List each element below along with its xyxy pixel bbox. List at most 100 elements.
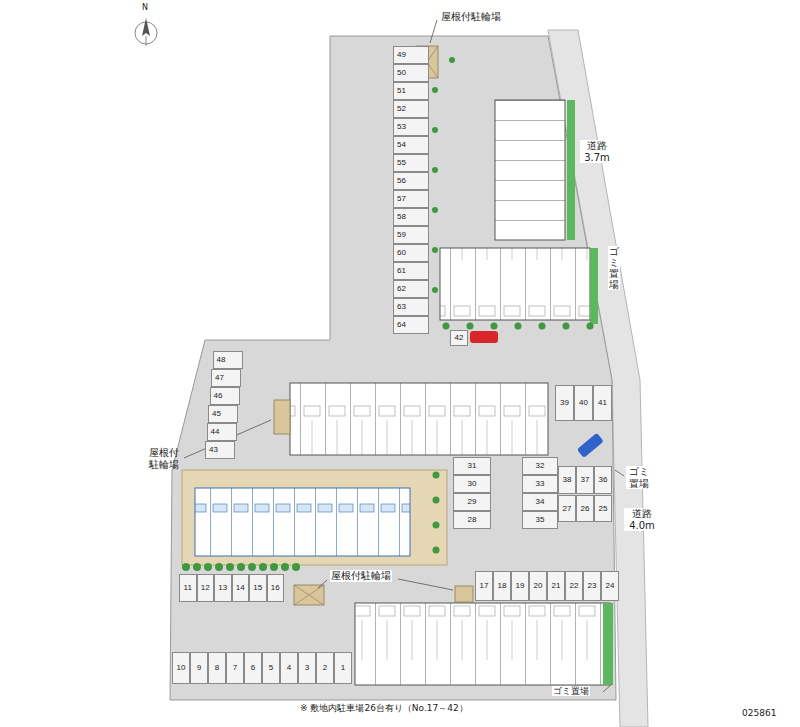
parking-space: 42 [450,330,468,346]
leader-line [318,580,327,588]
parking-space: 20 [529,571,547,601]
building [495,100,565,240]
road-width-label: 道路 4.0m [624,508,660,531]
parking-space: 16 [267,574,285,602]
tree [449,57,455,63]
space-number: 22 [570,582,579,590]
parking-space: 22 [565,571,583,601]
parking-space: 2 [316,652,334,684]
parking-space: 35 [522,511,558,529]
space-number: 36 [599,476,608,484]
tree [587,323,594,330]
building [290,383,548,455]
parking-space: 10 [172,652,190,684]
bicycle-shed [455,586,473,602]
space-number: 10 [177,664,186,672]
footnote: ※ 敷地内駐車場26台有り（No.17～42） [300,703,468,713]
bicycle-shed [274,46,473,605]
space-number: 8 [215,664,219,672]
parking-space: 12 [197,574,215,602]
building [355,603,610,685]
parking-space: 19 [511,571,529,601]
tree [204,563,212,571]
parking-space: 33 [522,475,558,493]
parking-space: 41 [593,385,612,421]
parking-space: 5 [262,652,280,684]
space-number: 38 [563,476,572,484]
building [440,248,590,320]
parking-space: 59 [393,226,429,244]
compass-needle [142,18,150,36]
leader-lines [184,20,624,692]
leader-line [603,684,612,692]
garbage-area-label: ゴミ 置場 [626,466,652,489]
space-number: 45 [212,410,221,418]
tree [193,563,201,571]
tree [433,472,440,479]
space-number: 47 [215,374,224,382]
space-number: 28 [468,516,477,524]
tree [467,323,474,330]
space-number: 33 [536,480,545,488]
space-number: 61 [397,267,406,275]
space-number: 39 [560,399,569,407]
space-number: 58 [397,213,406,221]
space-number: 63 [397,303,406,311]
parking-space: 21 [547,571,565,601]
space-number: 42 [455,334,464,342]
parking-space: 18 [493,571,511,601]
parking-space: 57 [393,190,429,208]
parking-space: 13 [214,574,232,602]
bicycle-shed-label: 屋根付 駐輪場 [146,447,182,470]
tree [515,323,522,330]
garbage-area-label: ゴミ置場 [552,686,590,696]
parking-space: 36 [594,466,612,494]
space-number: 40 [579,399,588,407]
space-number: 1 [341,664,345,672]
space-number: 62 [397,285,406,293]
parking-space: 8 [208,652,226,684]
parking-space: 11 [179,574,197,602]
parking-space: 15 [249,574,267,602]
space-number: 21 [552,582,561,590]
space-number: 4 [287,664,291,672]
space-number: 48 [217,356,226,364]
space-number: 41 [598,399,607,407]
space-number: 16 [271,584,280,592]
tree [215,563,223,571]
space-number: 2 [323,664,327,672]
parking-space: 63 [393,298,429,316]
space-number: 3 [305,664,309,672]
parking-space: 55 [393,154,429,172]
parking-space: 40 [574,385,593,421]
space-number: 49 [397,51,406,59]
parking-space: 4 [280,652,298,684]
parking-space: 44 [207,423,237,441]
space-number: 20 [534,582,543,590]
parking-space: 32 [522,457,558,475]
site-lot [170,36,616,700]
tree [443,323,450,330]
leader-line [398,579,453,590]
parking-space: 53 [393,118,429,136]
space-number: 55 [397,159,406,167]
space-number: 25 [599,505,608,513]
space-number: 60 [397,249,406,257]
shed-cross [294,585,324,605]
parking-space: 9 [190,652,208,684]
space-number: 19 [516,582,525,590]
parking-space: 7 [226,652,244,684]
bicycle-shed [294,585,324,605]
parking-space: 47 [211,369,241,387]
space-number: 35 [536,516,545,524]
leader-line [615,470,624,476]
parking-space: 38 [558,466,576,494]
space-number: 64 [397,321,406,329]
green-strip [567,100,575,240]
space-number: 44 [211,428,220,436]
parking-space: 30 [453,475,491,493]
space-number: 15 [253,584,262,592]
parking-space: 6 [244,652,262,684]
space-number: 18 [498,582,507,590]
tree-row [182,57,594,571]
